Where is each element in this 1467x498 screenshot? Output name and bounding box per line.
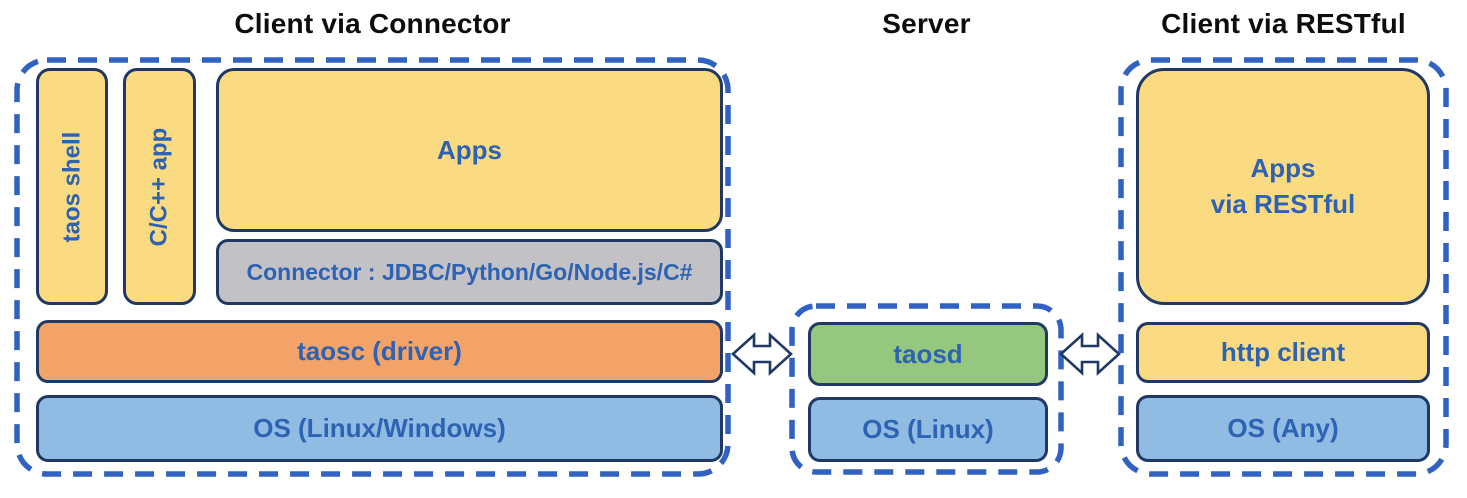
taosd-label: taosd xyxy=(893,338,963,369)
box-connector: Connector : JDBC/Python/Go/Node.js/C# xyxy=(216,239,723,305)
cpp-app-label: C/C++ app xyxy=(145,127,173,246)
bidirectional-arrow-icon xyxy=(1059,330,1121,383)
box-http-client: http client xyxy=(1136,322,1430,383)
box-cpp-app: C/C++ app xyxy=(123,68,196,305)
box-os-linux: OS (Linux) xyxy=(808,397,1048,462)
section-title-restful-client: Client via RESTful xyxy=(1161,8,1406,39)
os-linux-windows-label: OS (Linux/Windows) xyxy=(253,413,506,443)
apps-label: Apps xyxy=(437,134,502,165)
box-taosd: taosd xyxy=(808,322,1048,386)
section-title-server: Server xyxy=(882,8,971,39)
box-taos-shell: taos shell xyxy=(36,68,108,305)
dashed-container-server xyxy=(789,303,1064,475)
http-client-label: http client xyxy=(1220,337,1346,367)
box-apps-via-restful: Apps via RESTful xyxy=(1136,68,1430,305)
os-any-label: OS (Any) xyxy=(1227,413,1339,443)
dashed-container-restful-client xyxy=(1118,57,1449,477)
taos-shell-label: taos shell xyxy=(58,131,85,242)
apps-via-restful-label: Apps via RESTful xyxy=(1210,153,1356,219)
dashed-container-connector-client xyxy=(14,57,731,477)
dashed-border-shape xyxy=(14,57,731,477)
bidirectional-arrow-icon xyxy=(731,330,793,383)
section-title-connector-client: Client via Connector xyxy=(234,8,511,39)
os-linux-label: OS (Linux) xyxy=(862,414,994,444)
connector-label: Connector : JDBC/Python/Go/Node.js/C# xyxy=(246,258,693,285)
dashed-border-shape xyxy=(1118,57,1449,477)
dashed-border-shape xyxy=(789,303,1064,475)
taosc-driver-label: taosc (driver) xyxy=(297,336,462,366)
box-taosc-driver: taosc (driver) xyxy=(36,320,723,383)
box-os-linux-windows: OS (Linux/Windows) xyxy=(36,395,723,462)
box-apps: Apps xyxy=(216,68,723,232)
box-os-any: OS (Any) xyxy=(1136,395,1430,462)
